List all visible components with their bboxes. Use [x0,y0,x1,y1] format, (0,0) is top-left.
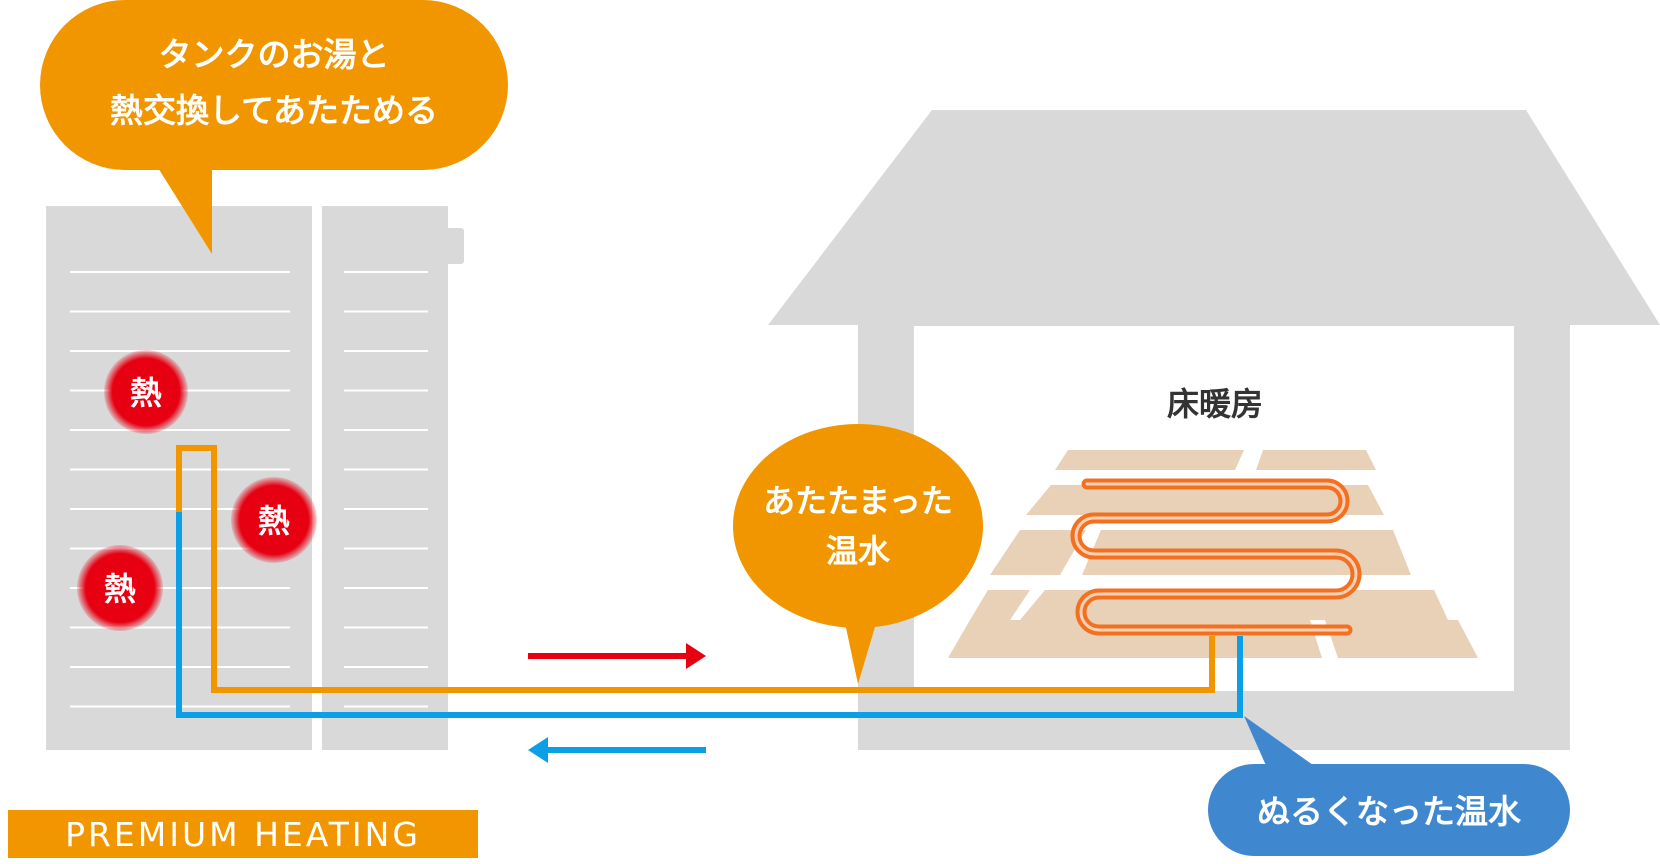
callout-cool-text: ぬるくなった温水 [1257,792,1522,831]
heat-pump-tank-unit [46,206,464,750]
supply-pipe-orange [176,445,1215,693]
callout-cool-water: ぬるくなった温水 [1208,716,1570,856]
flow-arrow-left [528,737,706,763]
brand-box [8,810,478,858]
heat-badge-text: 熱 [258,502,290,540]
callout-warm-water: あたたまった 温水 [733,424,983,684]
heat-badge-2: 熱 [231,477,317,563]
heat-badge-3: 熱 [77,545,163,631]
callout-tank-line1: タンクのお湯と [159,35,390,74]
floor-heating-pipe-highlight [1074,482,1358,632]
house-roof [768,110,1660,325]
callout-warm-line2: 温水 [826,532,891,570]
tank-connector [446,228,464,264]
floor-heating-label: 床暖房 [1167,385,1263,423]
callout-tank-heat-exchange: タンクのお湯と 熱交換してあたためる [40,0,508,254]
tank-body-right [322,206,448,750]
heat-badge-1: 熱 [104,350,188,434]
heat-badge-text: 熱 [104,570,136,608]
callout-warm-line1: あたたまった [763,482,953,520]
brand-label: PREMIUM HEATING [65,814,421,854]
heat-badge-text: 熱 [130,374,162,412]
flow-arrow-right [528,643,706,669]
callout-tank-line2: 熱交換してあたためる [110,91,438,130]
floor-tiles [948,450,1478,658]
